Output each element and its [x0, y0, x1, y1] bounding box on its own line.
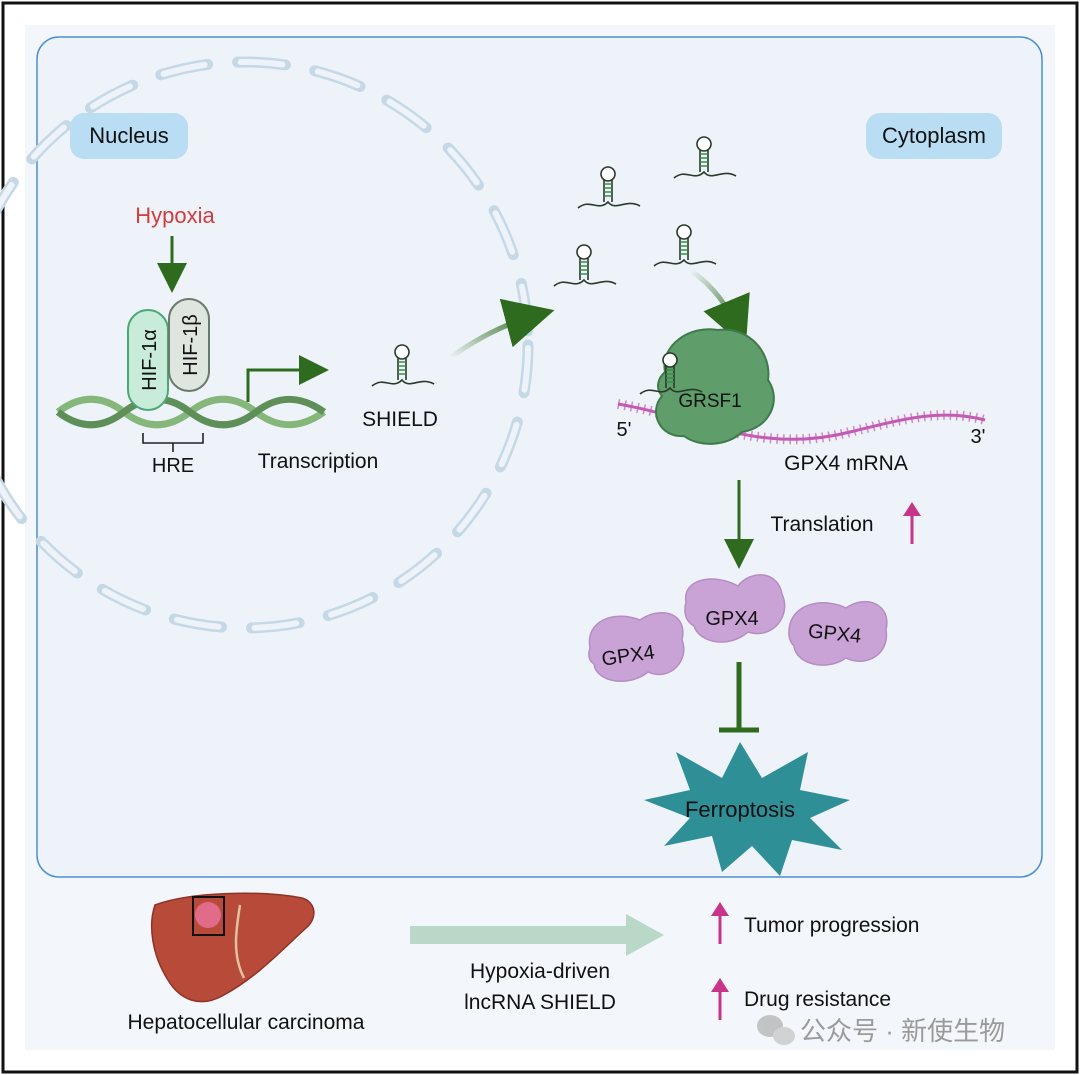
summary-arrow — [410, 914, 664, 956]
three-prime-label: 3' — [971, 426, 986, 448]
summary-line-1: Hypoxia-driven — [470, 960, 610, 983]
tumor-progression-label: Tumor progression — [744, 914, 919, 937]
nucleus-pill — [70, 113, 188, 159]
tumor-up-arrow-icon — [711, 902, 729, 944]
gpx4-mrna-label: GPX4 mRNA — [784, 452, 908, 475]
cytoplasm-label: Cytoplasm — [882, 123, 986, 148]
export-arrow — [448, 298, 555, 361]
grsf1-label: GRSF1 — [678, 391, 741, 412]
gpx4-protein-1 — [588, 612, 685, 682]
transcription-label: Transcription — [258, 450, 379, 473]
nucleus-label: Nucleus — [89, 123, 168, 148]
summary-line-2: lncRNA SHIELD — [464, 991, 616, 1014]
hypoxia-label: Hypoxia — [135, 203, 215, 228]
inhibition-bar — [719, 662, 759, 733]
translation-label: Translation — [770, 513, 873, 536]
gpx4-protein-2 — [684, 574, 786, 643]
gpx4-label-2: GPX4 — [705, 608, 758, 630]
wechat-icon — [757, 1015, 795, 1045]
transcription-start-arrow — [246, 355, 329, 402]
watermark-text: 公众号 · 新使生物 — [800, 1016, 1005, 1046]
translation-up-arrow-icon — [903, 502, 921, 544]
hre-bracket — [142, 433, 204, 452]
hif1b-label: HIF-1β — [180, 314, 202, 376]
grsf1-protein — [655, 328, 775, 445]
hre-label: HRE — [152, 455, 194, 477]
cell-panel — [36, 36, 1043, 878]
shield-label: SHIELD — [362, 408, 438, 431]
hif1b-pill — [168, 298, 210, 392]
binding-arrow — [688, 267, 750, 348]
gpx4-protein-3 — [788, 600, 888, 666]
dna-helix — [55, 395, 327, 429]
hcc-label: Hepatocellular carcinoma — [128, 1011, 365, 1034]
drug-resistance-label: Drug resistance — [744, 988, 891, 1011]
ferroptosis-starburst — [644, 742, 850, 876]
hif1a-label: HIF-1α — [139, 329, 161, 391]
cytoplasm-pill — [866, 113, 1002, 159]
liver-icon — [150, 892, 315, 1003]
five-prime-label: 5' — [617, 419, 632, 441]
drug-up-arrow-icon — [711, 978, 729, 1020]
ferroptosis-label: Ferroptosis — [685, 797, 795, 822]
